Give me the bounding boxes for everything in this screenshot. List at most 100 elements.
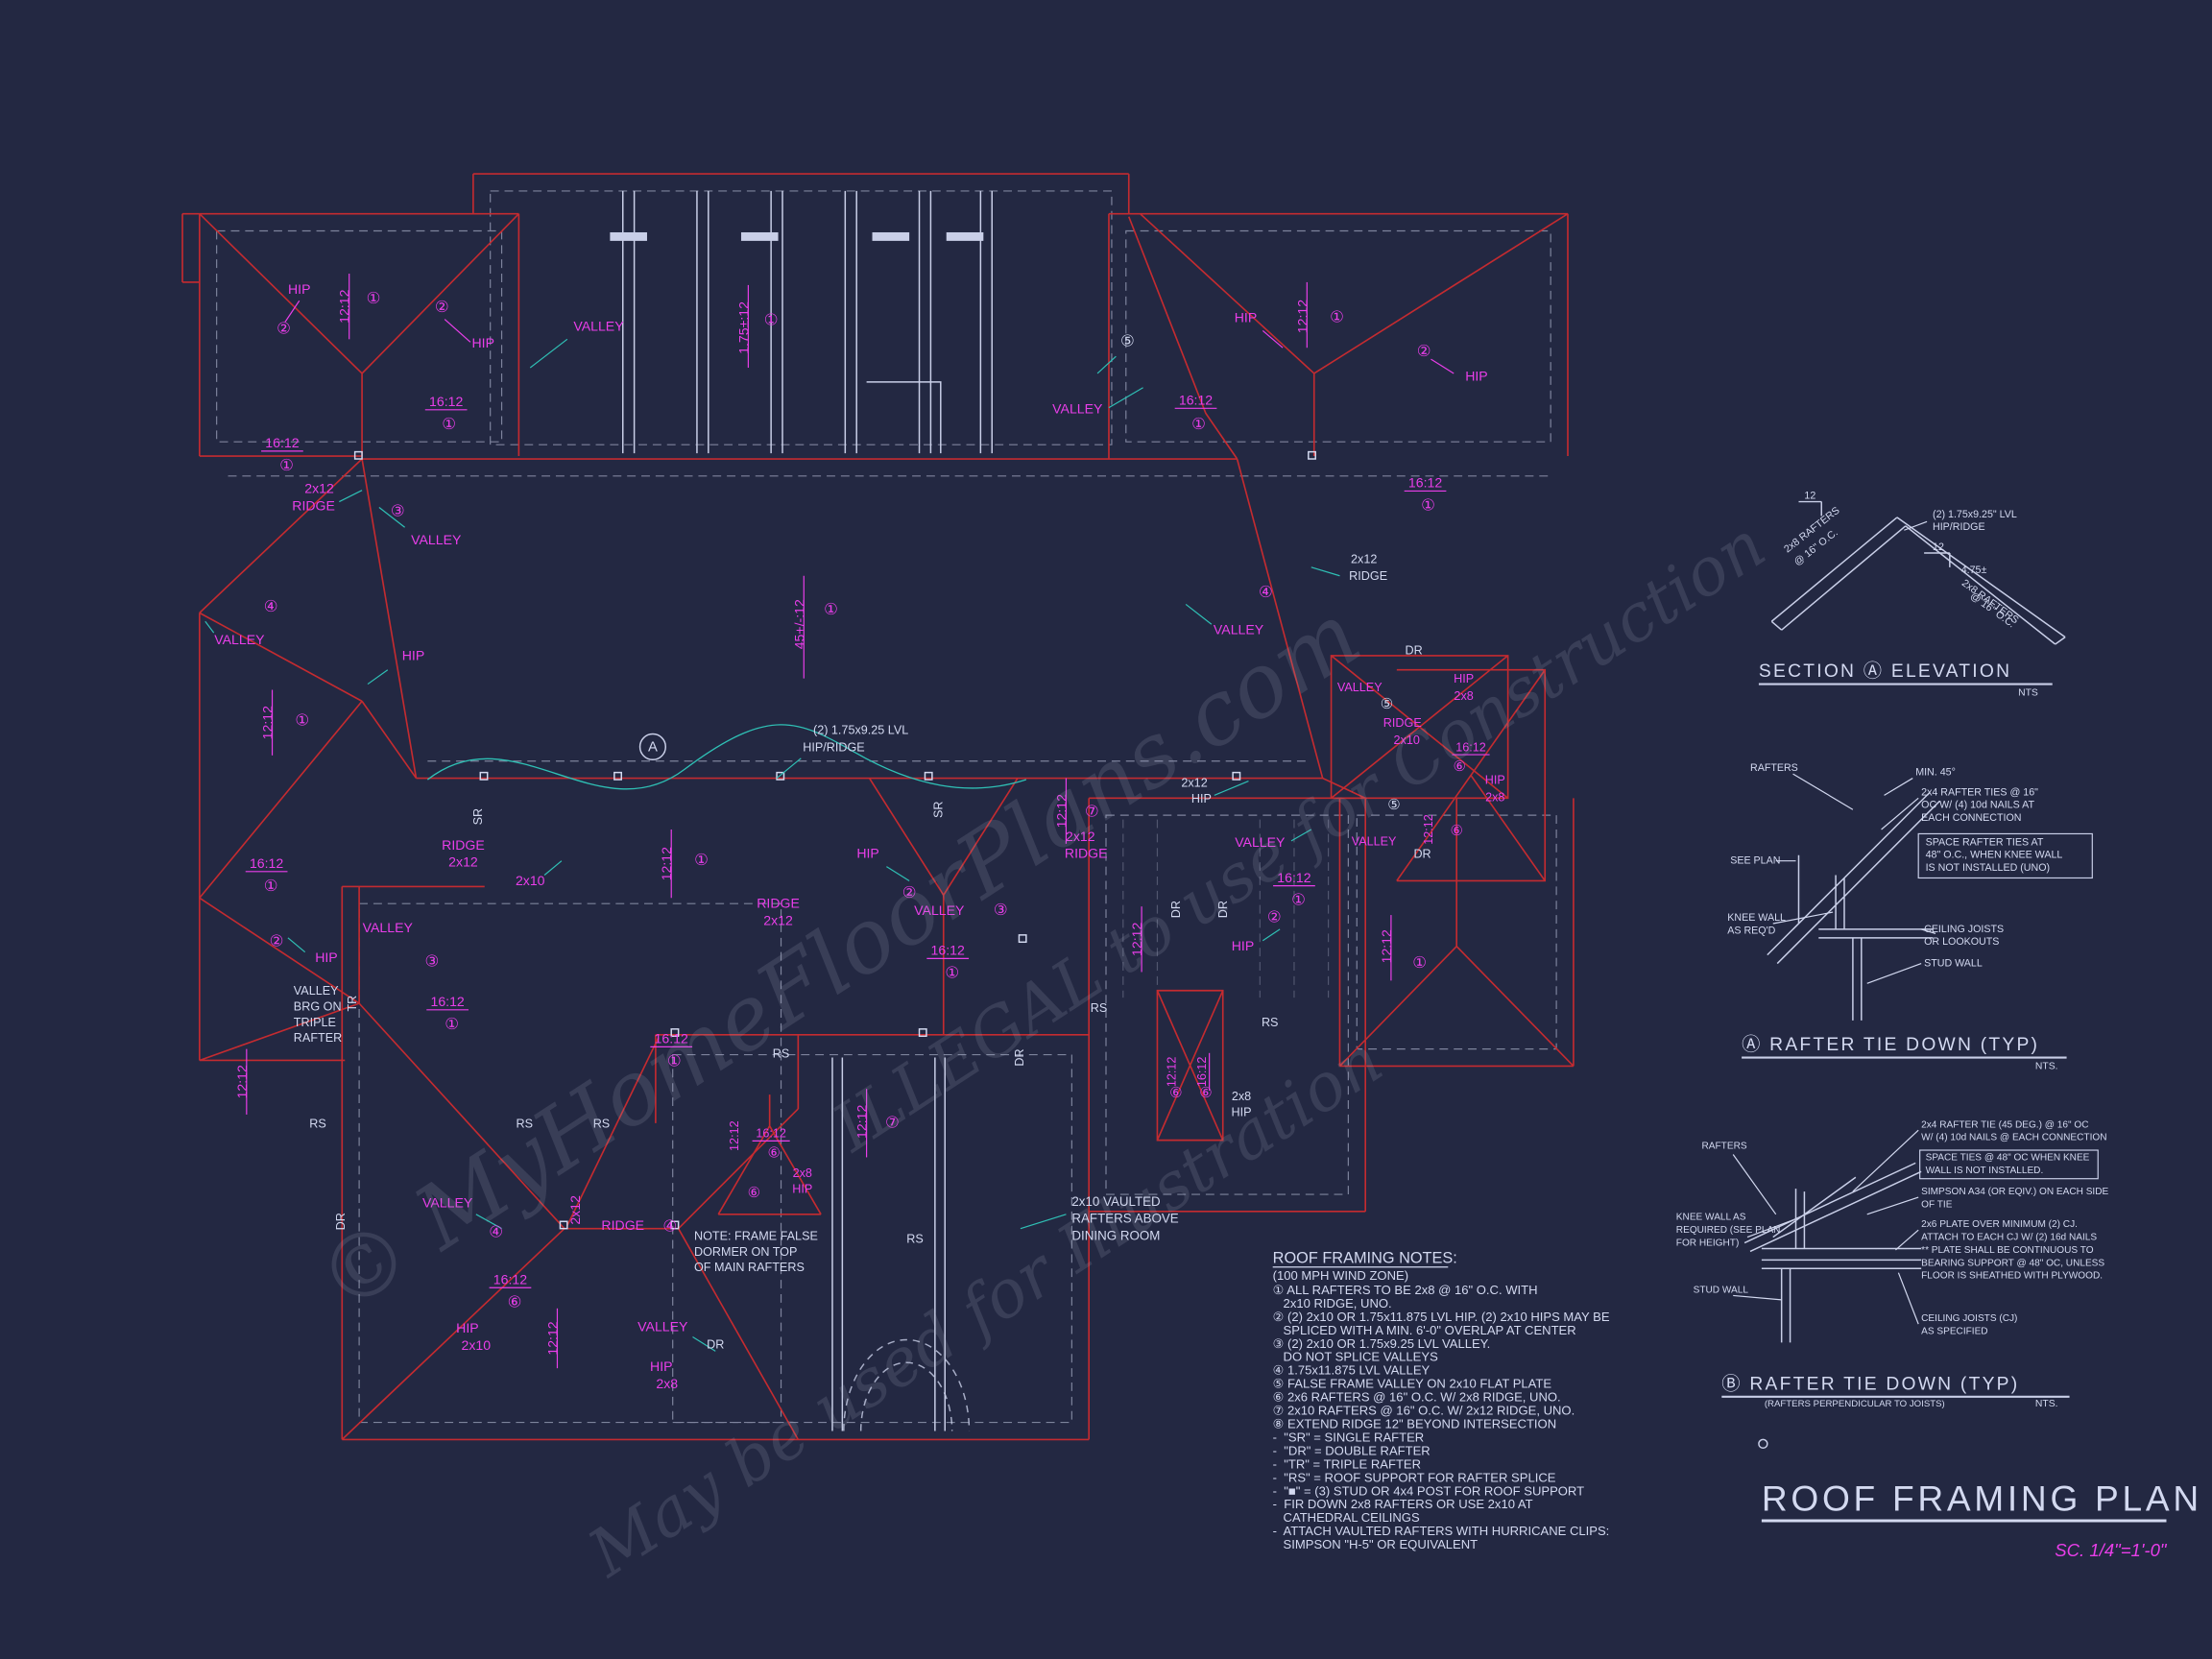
plan-label: ③ (994, 902, 1008, 919)
plan-label: 12:12 (1053, 794, 1069, 828)
detail-label: HIP/RIDGE (1933, 521, 1985, 533)
plan-label: HIP (456, 1320, 479, 1335)
plan-label: 12:12 (854, 1105, 870, 1139)
detail-label: 12 (1933, 541, 1944, 553)
plan-label: ① (445, 1016, 459, 1033)
plan-label: RIDGE (1349, 569, 1387, 583)
drawing-scale: SC. 1/4"=1'-0" (2055, 1540, 2168, 1560)
detail-label: CEILING JOISTS (1924, 924, 2004, 935)
plan-label: SR (931, 801, 945, 818)
plan-label: 2x10 (1394, 733, 1420, 747)
leader-line (1185, 603, 1213, 625)
roof-note-line: ⑥ 2x6 RAFTERS @ 16" O.C. W/ 2x8 RIDGE, U… (1273, 1390, 1561, 1405)
plan-label: RS (906, 1233, 924, 1246)
plan-label: ⑦ (885, 1114, 900, 1131)
plan-label: ⑥ (508, 1293, 522, 1310)
plan-label: 2x12 (763, 912, 793, 927)
plan-label: RIDGE (292, 497, 335, 513)
plan-label: ④ (489, 1224, 503, 1241)
tie-down-b-subtitle: (RAFTERS PERPENDICULAR TO JOISTS) (1765, 1399, 1945, 1409)
plan-label: ① (1291, 892, 1306, 909)
plan-label: 16:12 (265, 435, 299, 450)
roof-note-line: ⑤ FALSE FRAME VALLEY ON 2x10 FLAT PLATE (1273, 1377, 1552, 1391)
plan-label: ② (902, 884, 917, 902)
plan-label: VALLEY (1052, 401, 1103, 417)
plan-label: VALLEY (294, 984, 339, 998)
detail-label: STUD WALL (1694, 1285, 1749, 1295)
plan-label: ① (945, 964, 959, 981)
plan-label: (2) 1.75x9.25 LVL (813, 724, 908, 737)
detail-label: MIN. 45° (1915, 767, 1956, 779)
detail-label: 2x6 PLATE OVER MINIMUM (2) CJ. (1921, 1219, 2078, 1230)
detail-label: 4.75± (1961, 565, 1987, 576)
plan-label: ⑥ (767, 1145, 780, 1161)
roof-note-line: ② (2) 2x10 OR 1.75x11.875 LVL HIP. (2) 2… (1273, 1310, 1610, 1324)
plan-label: DORMER ON TOP (694, 1245, 797, 1259)
plan-label: ⑤ (1387, 798, 1400, 813)
plan-label: ③ (391, 502, 405, 519)
plan-label: RIDGE (1383, 716, 1422, 730)
leader-line (204, 620, 215, 634)
plan-label: ⑤ (1120, 333, 1135, 350)
leader-line (1020, 1214, 1067, 1230)
plan-label: ① (1330, 309, 1344, 326)
roof-note-line: - "DR" = DOUBLE RAFTER (1273, 1443, 1431, 1457)
plan-label: OF MAIN RAFTERS (694, 1261, 805, 1274)
roof-note-line: - "RS" = ROOF SUPPORT FOR RAFTER SPLICE (1273, 1470, 1556, 1484)
plan-label: DR (707, 1337, 724, 1351)
plan-label: 12:12 (1166, 1057, 1179, 1088)
roof-note-line: - "SR" = SINGLE RAFTER (1273, 1430, 1425, 1444)
leader-line (284, 300, 301, 323)
plan-label: 2x8 (1232, 1090, 1251, 1103)
plan-label: ⑤ (1381, 697, 1393, 712)
detail-label: STUD WALL (1924, 958, 1983, 970)
leader-line (776, 757, 802, 780)
plan-label: ① (694, 852, 709, 869)
plan-label: ① (442, 416, 456, 433)
roof-note-line: ⑦ 2x10 RAFTERS @ 16" O.C. W/ 2x12 RIDGE,… (1273, 1404, 1575, 1418)
leader-line (1108, 387, 1143, 409)
section-a-title: SECTION Ⓐ ELEVATION (1759, 661, 2011, 682)
plan-label: 16:12 (655, 1031, 688, 1046)
plan-label: VALLEY (214, 632, 265, 647)
leader-line (378, 507, 405, 528)
leader-line (475, 1214, 502, 1230)
plan-label: RIDGE (1065, 846, 1108, 861)
detail-label: OC W/ (4) 10d NAILS AT (1921, 800, 2034, 811)
detail-label: CEILING JOISTS (CJ) (1921, 1313, 2017, 1324)
plan-label: 2x12 (304, 481, 334, 496)
roof-support-posts (353, 450, 1316, 1230)
detail-label: ** PLATE SHALL BE CONTINUOUS TO (1921, 1245, 2094, 1256)
title-block: ROOF FRAMING PLAN SC. 1/4"=1'-0" (1762, 1479, 2199, 1561)
plan-label: 2x12 (1181, 776, 1207, 789)
plan-label: 2x10 (516, 873, 545, 888)
leader-line (1866, 962, 1922, 984)
roof-note-line: ⑧ EXTEND RIDGE 12" BEYOND INTERSECTION (1273, 1417, 1556, 1431)
plan-label: HIP (1191, 792, 1212, 805)
plan-label: ① (667, 1052, 682, 1070)
plan-label: 2x10 VAULTED (1071, 1194, 1161, 1209)
plan-label: 12:12 (1379, 929, 1394, 963)
detail-label: BEARING SUPPORT @ 48" OC, UNLESS (1921, 1258, 2104, 1268)
wall-dashed-linework (216, 190, 1557, 1424)
plan-label: HIP (1465, 368, 1488, 383)
plan-label: 45+/-:12 (791, 599, 806, 649)
roof-note-line: - "■" = (3) STUD OR 4x4 POST FOR ROOF SU… (1273, 1483, 1584, 1498)
plan-label: ① (1191, 416, 1206, 433)
plan-label: ② (1417, 343, 1431, 360)
plan-label: DR (1413, 848, 1431, 861)
detail-label: FOR HEIGHT) (1676, 1238, 1740, 1248)
detail-label: 12 (1804, 491, 1815, 502)
plan-label: ④ (1259, 584, 1273, 601)
leader-line (886, 866, 910, 881)
plan-label: ② (435, 299, 449, 316)
plan-label: NOTE: FRAME FALSE (694, 1230, 818, 1243)
plan-label: VALLEY (637, 1319, 688, 1334)
leader-line (1733, 1294, 1782, 1301)
detail-label: WALL IS NOT INSTALLED. (1926, 1166, 2044, 1176)
tie-down-b-nts: NTS. (2035, 1399, 2058, 1409)
leader-line (1884, 778, 1913, 796)
plan-label: ② (276, 320, 291, 337)
detail-label: ATTACH TO EACH CJ W/ (2) 16d NAILS (1921, 1233, 2097, 1243)
